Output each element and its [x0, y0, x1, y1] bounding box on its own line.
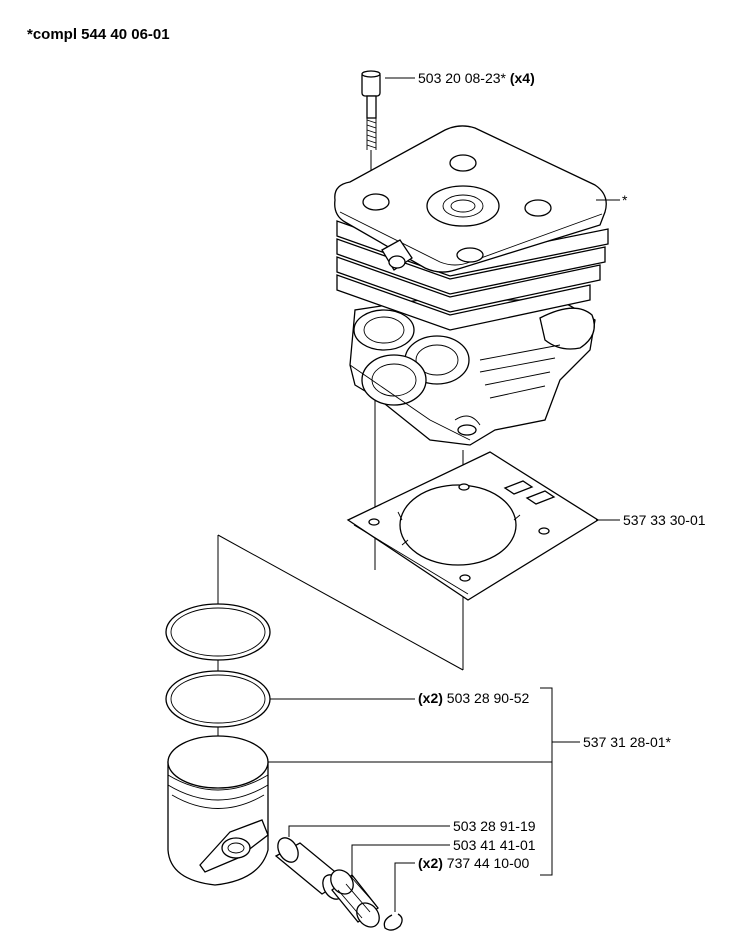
bearing-callout: 503 41 41-01 — [453, 837, 536, 853]
bearing-part-number[interactable]: 503 41 41-01 — [453, 837, 536, 853]
gasket-part-number[interactable]: 537 33 30-01 — [623, 512, 706, 528]
rings-quantity: (x2) — [418, 690, 443, 706]
circlip-leader-line — [394, 862, 415, 912]
cylinder-callout: * — [622, 192, 627, 208]
circlip-callout: (x2) 737 44 10-00 — [418, 855, 529, 871]
circlip-part-number[interactable]: 737 44 10-00 — [446, 855, 530, 871]
guide-line-diagonal — [217, 534, 464, 671]
bolt-part-number[interactable]: 503 20 08-23* — [418, 70, 506, 86]
circlip-quantity: (x2) — [418, 855, 443, 871]
bolt-quantity: (x4) — [509, 70, 535, 86]
bolt-callout: 503 20 08-23* (x4) — [418, 70, 535, 86]
assembly-title: *compl 544 40 06-01 — [27, 26, 170, 43]
needle-bearing[interactable] — [326, 866, 384, 931]
piston-ring-lower[interactable] — [165, 670, 271, 728]
piston-kit-callout: 537 31 28-01* — [583, 734, 671, 750]
rings-part-number[interactable]: 503 28 90-52 — [446, 690, 530, 706]
gasket-callout: 537 33 30-01 — [623, 512, 706, 528]
circlip[interactable] — [383, 913, 403, 931]
piston-ring-upper[interactable] — [165, 603, 271, 661]
piston-kit-part-number[interactable]: 537 31 28-01* — [583, 734, 671, 750]
cylinder-gasket[interactable] — [346, 451, 600, 601]
bearing-leader-line — [351, 844, 450, 880]
pin-callout: 503 28 91-19 — [453, 818, 536, 834]
pin-leader-line — [288, 825, 450, 837]
piston[interactable] — [167, 735, 269, 886]
rings-callout: (x2) 503 28 90-52 — [418, 690, 529, 706]
pin-part-number[interactable]: 503 28 91-19 — [453, 818, 536, 834]
cylinder-body[interactable] — [334, 125, 609, 446]
piston-kit-bracket — [540, 687, 553, 876]
cylinder-mark: * — [622, 192, 628, 208]
